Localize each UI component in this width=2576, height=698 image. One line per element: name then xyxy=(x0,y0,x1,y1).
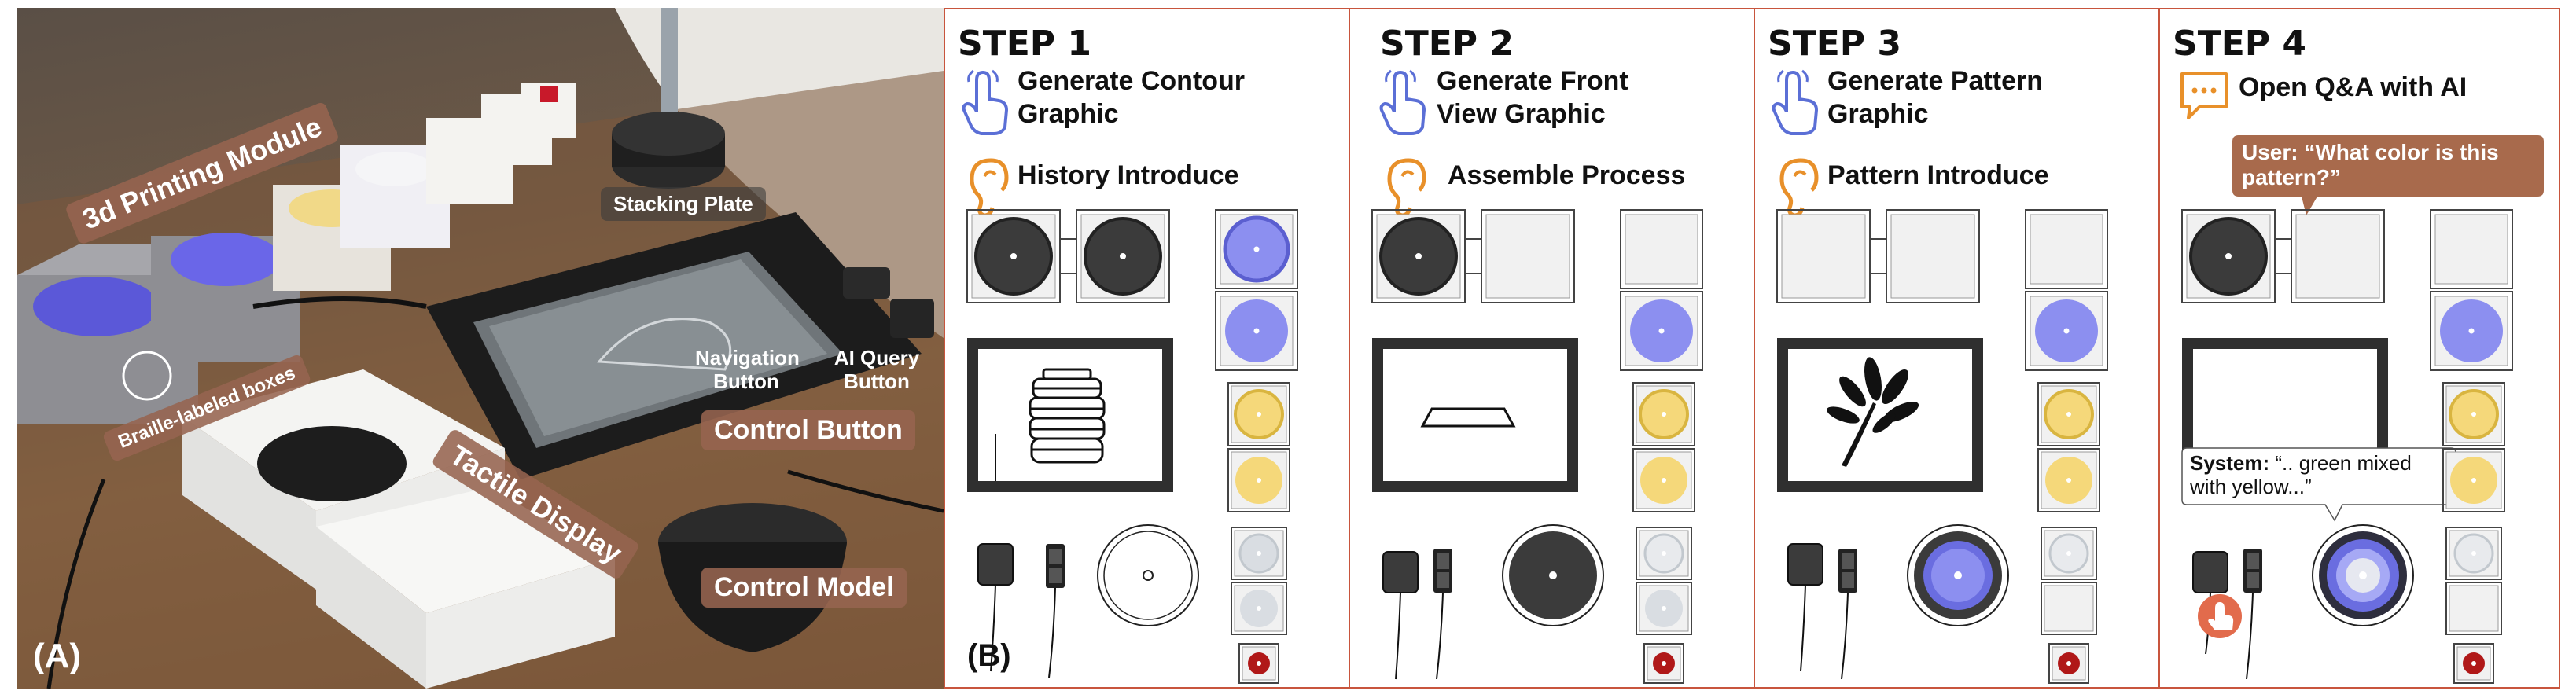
hand-pointer-icon xyxy=(1379,69,1426,135)
step-3-graphic xyxy=(1772,69,2108,684)
step-3-audio-text: Pattern Introduce xyxy=(1827,160,2049,190)
step-2-title: STEP 2 xyxy=(1380,24,1514,64)
step-2-audio-text: Assemble Process xyxy=(1448,160,1686,190)
chat-icon xyxy=(2180,72,2228,119)
system-answer: “.. green mixed with yellow...” xyxy=(2190,451,2412,498)
user-label: User: xyxy=(2242,140,2298,164)
user-question: “What color is this pattern?” xyxy=(2242,140,2499,189)
hand-pointer-icon xyxy=(962,69,1009,135)
step-4-action-text: Open Q&A with AI xyxy=(2239,72,2467,102)
step-3-panel: STEP 3 xyxy=(1755,9,2160,687)
hand-pointer-icon xyxy=(1772,69,1819,135)
hand-tap-icon xyxy=(2198,594,2242,638)
label-control-model: Control Model xyxy=(701,568,907,608)
panel-label-a: (A) xyxy=(33,637,82,675)
step-2-action-text: Generate Front View Graphic xyxy=(1437,66,1628,129)
step-2-panel: STEP 2 xyxy=(1350,9,1755,687)
prototype-photo: 3d Printing Module Braille-labeled boxes… xyxy=(17,8,944,689)
ear-icon xyxy=(1779,158,1819,218)
step-3-action-text: Generate Pattern Graphic xyxy=(1827,66,2043,129)
step-3-title: STEP 3 xyxy=(1768,24,1901,64)
user-bubble-text: User: “What color is this pattern?” xyxy=(2242,140,2539,190)
step-4-panel: STEP 4 xyxy=(2160,9,2559,687)
label-navigation-button: Navigation Button xyxy=(695,346,800,393)
ear-icon xyxy=(970,158,1009,218)
step-2-graphic xyxy=(1371,69,1703,684)
step-4-graphic xyxy=(2180,72,2544,684)
step-1-audio-text: History Introduce xyxy=(1018,160,1239,190)
panel-label-b: (B) xyxy=(967,638,1011,673)
steps-diagram: STEP 1 xyxy=(944,8,2560,689)
ear-icon xyxy=(1387,158,1426,218)
step-1-graphic xyxy=(962,69,1298,684)
step-1-title: STEP 1 xyxy=(958,24,1091,64)
system-bubble-text: System: “.. green mixed with yellow...” xyxy=(2190,451,2449,498)
step-1-action-text: Generate Contour Graphic xyxy=(1018,66,1246,129)
step-1-panel: STEP 1 xyxy=(945,9,1350,687)
label-stacking-plate: Stacking Plate xyxy=(601,187,766,221)
label-ai-query-button: AI Query Button xyxy=(834,346,920,393)
step-4-title: STEP 4 xyxy=(2173,24,2306,64)
photo-scene xyxy=(17,8,944,689)
system-label: System: xyxy=(2190,451,2270,475)
label-control-button: Control Button xyxy=(701,410,915,450)
